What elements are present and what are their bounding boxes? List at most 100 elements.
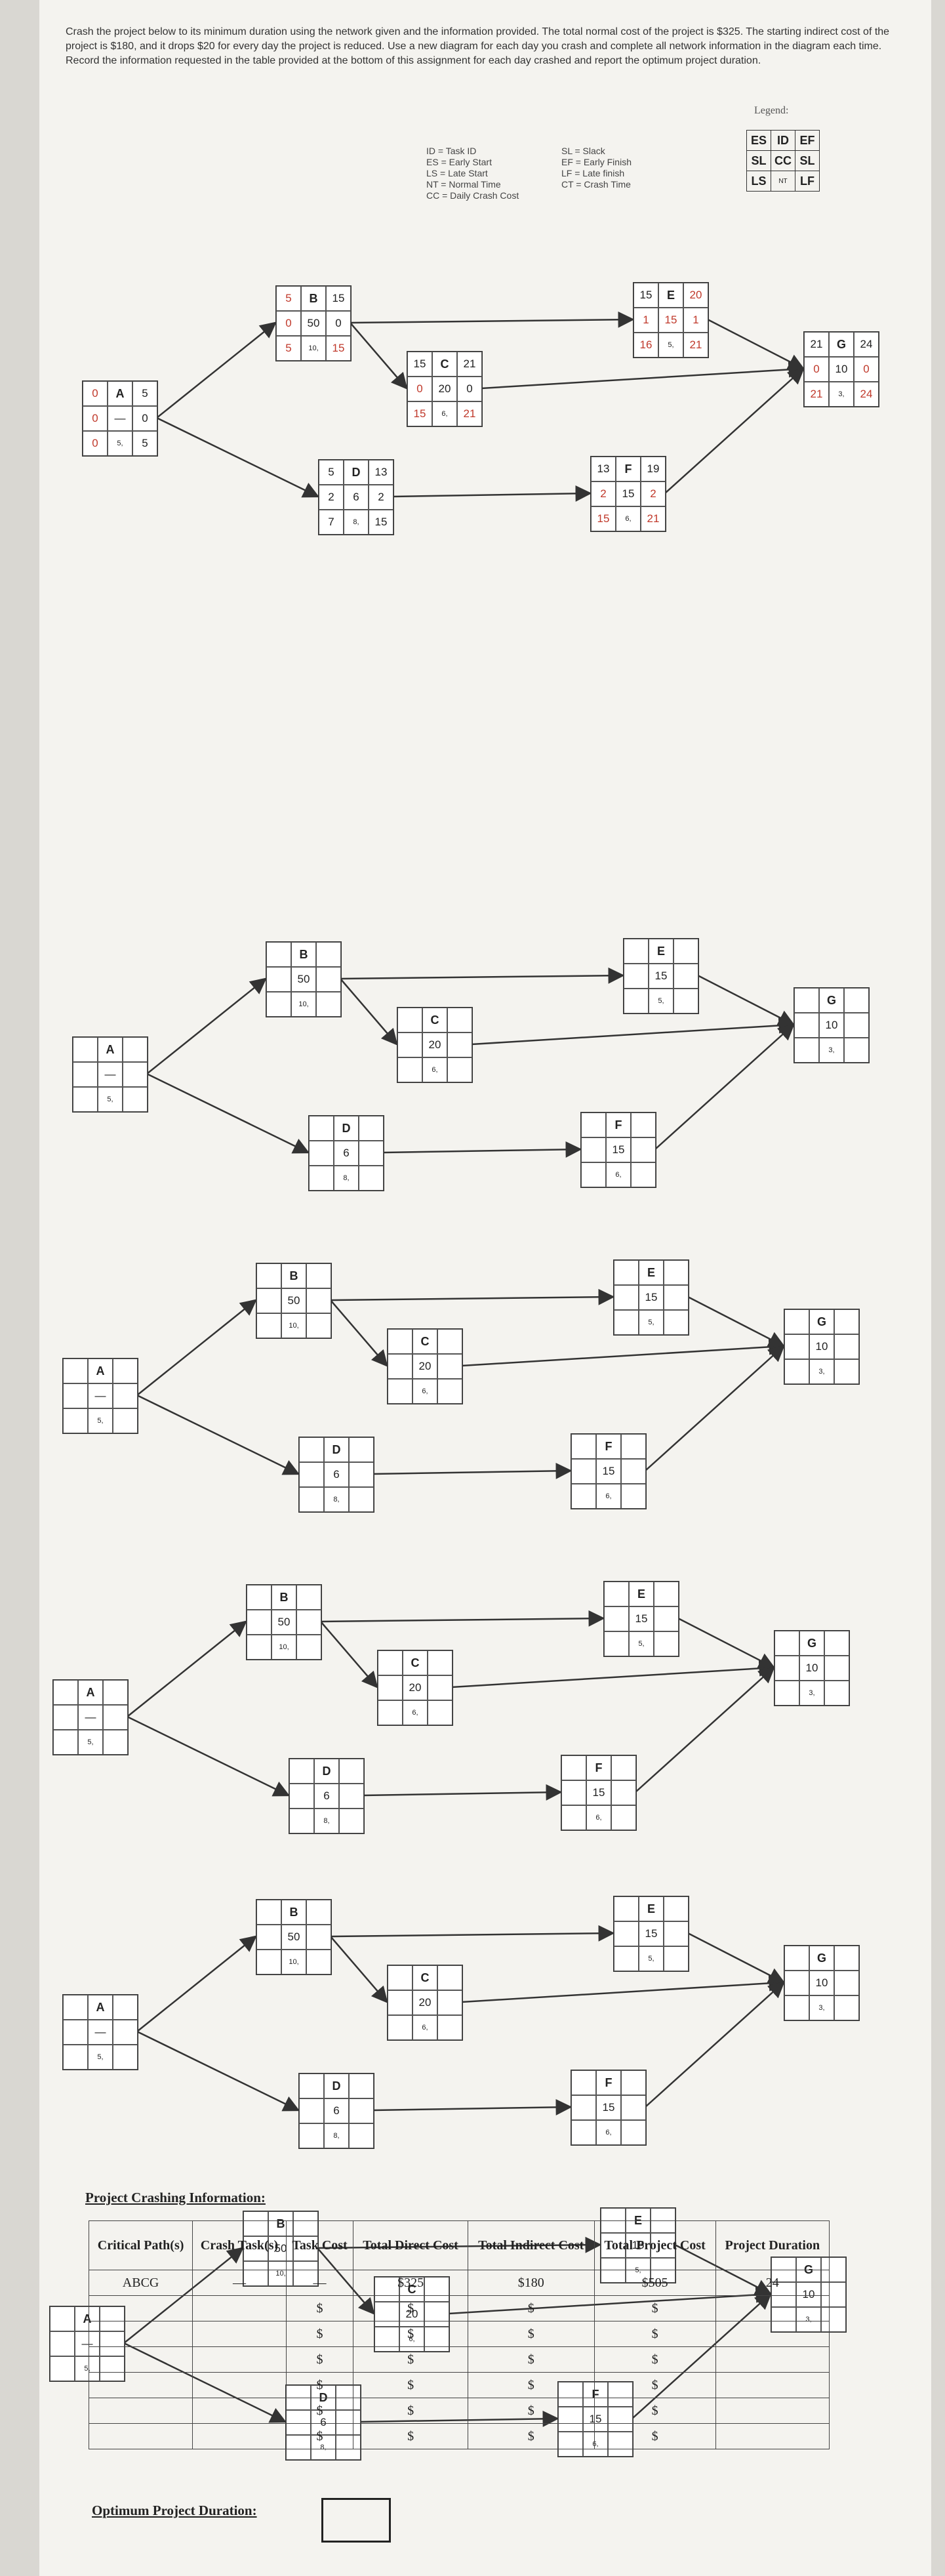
node-cell[interactable] xyxy=(437,1379,462,1404)
node-cell[interactable] xyxy=(299,2098,324,2123)
node-cell[interactable] xyxy=(73,1037,98,1062)
node-cell[interactable]: E xyxy=(639,1260,664,1285)
node-cell[interactable] xyxy=(447,1008,472,1032)
node-cell[interactable]: 6, xyxy=(596,2120,621,2145)
node-cell[interactable] xyxy=(256,1313,281,1338)
cell[interactable]: $ xyxy=(285,2321,354,2347)
node-cell[interactable] xyxy=(247,1635,271,1660)
cell[interactable] xyxy=(715,2321,830,2347)
node-cell[interactable] xyxy=(378,1650,403,1675)
node-cell[interactable]: B xyxy=(291,942,316,967)
node-cell[interactable] xyxy=(103,1680,128,1705)
node-cell[interactable] xyxy=(611,1755,636,1780)
cell[interactable]: $505 xyxy=(593,2270,716,2296)
node-cell[interactable]: 15 xyxy=(596,1459,621,1484)
node-cell[interactable]: 6, xyxy=(422,1057,447,1082)
node-cell[interactable] xyxy=(63,1359,88,1383)
node-cell[interactable] xyxy=(784,1995,809,2020)
node-cell[interactable]: 10 xyxy=(809,1971,834,1995)
node-cell[interactable] xyxy=(388,1990,412,2015)
node-cell[interactable] xyxy=(631,1162,656,1187)
node-cell[interactable]: 6, xyxy=(412,2015,437,2040)
node-cell[interactable] xyxy=(784,1334,809,1359)
node-cell[interactable] xyxy=(447,1032,472,1057)
node-cell[interactable] xyxy=(654,1631,679,1656)
node-cell[interactable] xyxy=(621,2095,646,2120)
node-cell[interactable] xyxy=(614,1896,639,1921)
node-cell[interactable] xyxy=(604,1631,629,1656)
node-cell[interactable]: F xyxy=(586,1755,611,1780)
node-cell[interactable] xyxy=(73,1062,98,1087)
node-cell[interactable] xyxy=(63,1408,88,1433)
node-cell[interactable] xyxy=(428,1700,452,1725)
node-cell[interactable] xyxy=(834,1971,859,1995)
node-cell[interactable] xyxy=(339,1784,364,1809)
node-cell[interactable] xyxy=(247,1610,271,1635)
node-cell[interactable]: 10 xyxy=(799,1656,824,1681)
node-cell[interactable] xyxy=(349,2098,374,2123)
node-cell[interactable]: 15 xyxy=(629,1606,654,1631)
node-cell[interactable] xyxy=(113,1995,138,2020)
node-cell[interactable] xyxy=(388,2015,412,2040)
node-cell[interactable] xyxy=(299,2123,324,2148)
node-cell[interactable]: G xyxy=(809,1946,834,1971)
node-cell[interactable] xyxy=(256,1900,281,1925)
node-cell[interactable] xyxy=(349,1437,374,1462)
cell[interactable]: $ xyxy=(593,2295,716,2321)
node-cell[interactable]: B xyxy=(271,1585,296,1610)
optimum-duration-input[interactable] xyxy=(321,2498,391,2543)
node-cell[interactable] xyxy=(834,1309,859,1334)
node-cell[interactable] xyxy=(306,1925,331,1950)
node-cell[interactable] xyxy=(63,1383,88,1408)
node-cell[interactable] xyxy=(53,1680,78,1705)
node-cell[interactable] xyxy=(571,2120,596,2145)
cell[interactable] xyxy=(88,2398,193,2424)
node-cell[interactable] xyxy=(654,1582,679,1606)
node-cell[interactable] xyxy=(561,1780,586,1805)
node-cell[interactable] xyxy=(299,1437,324,1462)
node-cell[interactable]: 50 xyxy=(281,1925,306,1950)
cell[interactable] xyxy=(192,2423,287,2449)
node-cell[interactable] xyxy=(774,1656,799,1681)
node-cell[interactable] xyxy=(794,1013,819,1038)
node-cell[interactable] xyxy=(388,1965,412,1990)
cell[interactable] xyxy=(715,2423,830,2449)
node-cell[interactable] xyxy=(113,1408,138,1433)
node-cell[interactable] xyxy=(614,1310,639,1335)
node-cell[interactable] xyxy=(824,1681,849,1706)
node-cell[interactable] xyxy=(349,1487,374,1512)
node-cell[interactable]: 3, xyxy=(819,1038,844,1063)
node-cell[interactable]: 8, xyxy=(334,1166,359,1191)
cell[interactable]: $ xyxy=(467,2346,595,2373)
cell[interactable] xyxy=(88,2372,193,2398)
node-cell[interactable] xyxy=(123,1062,148,1087)
node-cell[interactable]: C xyxy=(422,1008,447,1032)
node-cell[interactable] xyxy=(247,1585,271,1610)
node-cell[interactable] xyxy=(306,1950,331,1974)
node-cell[interactable] xyxy=(794,988,819,1013)
node-cell[interactable] xyxy=(664,1921,689,1946)
node-cell[interactable]: 6 xyxy=(334,1141,359,1166)
node-cell[interactable] xyxy=(437,1354,462,1379)
node-cell[interactable] xyxy=(266,942,291,967)
node-cell[interactable]: 5, xyxy=(629,1631,654,1656)
node-cell[interactable] xyxy=(50,2306,75,2331)
node-cell[interactable] xyxy=(561,1805,586,1830)
node-cell[interactable] xyxy=(621,1459,646,1484)
cell[interactable] xyxy=(715,2346,830,2373)
node-cell[interactable] xyxy=(266,967,291,992)
node-cell[interactable]: 5, xyxy=(649,989,674,1013)
node-cell[interactable] xyxy=(784,1971,809,1995)
node-cell[interactable] xyxy=(824,1656,849,1681)
node-cell[interactable] xyxy=(397,1032,422,1057)
node-cell[interactable] xyxy=(306,1263,331,1288)
node-cell[interactable]: 8, xyxy=(324,2123,349,2148)
node-cell[interactable] xyxy=(604,1582,629,1606)
node-cell[interactable]: D xyxy=(314,1759,339,1784)
node-cell[interactable] xyxy=(359,1116,384,1141)
cell[interactable]: $ xyxy=(353,2321,468,2347)
node-cell[interactable] xyxy=(50,2331,75,2356)
cell[interactable]: $ xyxy=(353,2372,468,2398)
node-cell[interactable]: E xyxy=(649,939,674,964)
node-cell[interactable] xyxy=(113,1383,138,1408)
